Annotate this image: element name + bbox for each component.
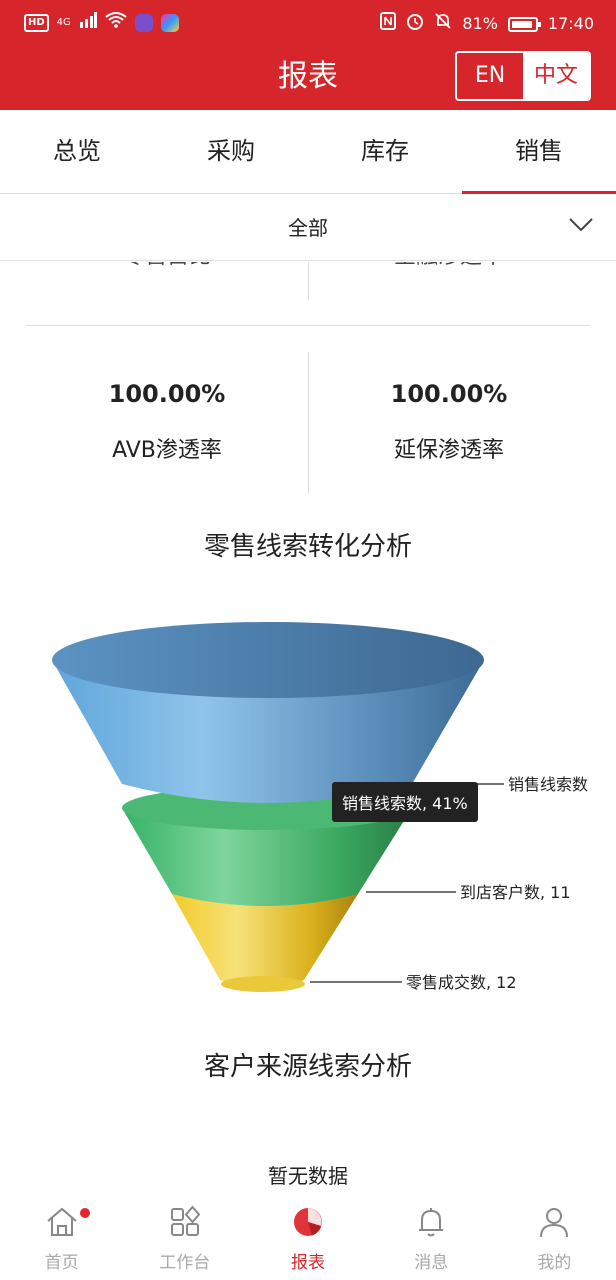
nav-profile[interactable]: 我的	[493, 1200, 616, 1280]
tab-overview[interactable]: 总览	[53, 137, 101, 165]
app-notification-icon	[134, 14, 153, 32]
lang-en-button[interactable]: EN	[474, 63, 506, 88]
retail-share-label: 零售占比	[26, 262, 308, 270]
stat-avb-label: AVB渗透率	[112, 438, 222, 463]
wifi-icon	[105, 12, 127, 34]
tab-sales[interactable]: 销售	[462, 110, 616, 194]
funnel-stage-store-visits[interactable]	[122, 808, 412, 906]
stat-divider	[308, 352, 309, 494]
grid-icon	[170, 1205, 201, 1236]
funnel-label-sales-leads: 销售线索数	[508, 775, 588, 794]
nav-home[interactable]: 首页	[0, 1200, 123, 1280]
app-header: HD 4G 81% 17:40 报表	[0, 0, 616, 110]
report-content[interactable]: 零售占比 金融渗透率 100.00% AVB渗透率 100.00% 延保渗透率 …	[0, 262, 616, 1200]
nav-workbench[interactable]: 工作台	[123, 1200, 246, 1280]
nav-messages[interactable]: 消息	[370, 1200, 493, 1280]
lang-zh-button[interactable]: 中文	[523, 53, 589, 99]
stat-warranty-label: 延保渗透率	[393, 438, 504, 463]
app-notification-icon-2	[160, 14, 179, 32]
language-toggle: EN 中文	[455, 51, 591, 101]
funnel-section-title: 零售线索转化分析	[203, 532, 412, 562]
bottom-nav: 首页 工作台 报表 消息 我的	[0, 1200, 616, 1280]
funnel-stage-sales-leads[interactable]	[52, 660, 484, 803]
filter-selected: 全部	[288, 216, 328, 240]
source-section-title: 客户来源线索分析	[203, 1052, 412, 1082]
tab-purchase[interactable]: 采购	[207, 137, 255, 165]
nav-home-label: 首页	[44, 1253, 79, 1273]
home-icon	[46, 1207, 77, 1236]
chevron-down-icon	[569, 218, 593, 232]
funnel-stage-retail-deal[interactable]	[172, 894, 358, 988]
filter-dropdown[interactable]: 全部	[0, 195, 616, 261]
stat-row-divider	[26, 325, 590, 326]
stat-warranty: 100.00% 延保渗透率	[308, 380, 590, 464]
funnel-stage-sales-leads-top	[52, 622, 484, 698]
alarm-icon	[406, 12, 424, 36]
nav-reports[interactable]: 报表	[246, 1200, 369, 1280]
funnel-svg: 销售线索数 到店客户数, 11 零售成交数, 12	[52, 622, 588, 992]
user-icon	[540, 1208, 569, 1238]
page-title: 报表	[278, 59, 338, 94]
pie-chart-icon	[294, 1208, 322, 1236]
nfc-icon	[380, 12, 397, 36]
nav-profile-label: 我的	[537, 1253, 572, 1273]
funnel-chart[interactable]: 销售线索数 到店客户数, 11 零售成交数, 12	[0, 612, 616, 1012]
funnel-tooltip: 销售线索数, 41%	[332, 782, 478, 822]
stat-avb: 100.00% AVB渗透率	[26, 380, 308, 464]
nav-workbench-label: 工作台	[159, 1253, 211, 1273]
stat-avb-value: 100.00%	[108, 380, 226, 408]
stat-warranty-value: 100.00%	[390, 380, 508, 408]
mute-icon	[434, 12, 452, 36]
bell-icon	[419, 1208, 444, 1237]
no-data-text: 暂无数据	[268, 1164, 348, 1188]
funnel-label-retail-deal: 零售成交数, 12	[406, 973, 517, 992]
funnel-label-store-visits: 到店客户数, 11	[460, 883, 571, 902]
battery-percent: 81%	[462, 14, 498, 33]
stat-divider-top	[308, 262, 309, 300]
network-label: 4G	[56, 17, 71, 28]
notification-dot	[80, 1208, 90, 1218]
tab-inventory[interactable]: 库存	[361, 137, 409, 165]
report-tabs: 总览 采购 库存 销售	[0, 110, 616, 194]
battery-icon	[507, 16, 541, 32]
status-bar: HD 4G 81% 17:40	[0, 0, 616, 48]
finance-penetration-label: 金融渗透率	[308, 262, 590, 270]
hd-badge: HD	[24, 14, 49, 32]
nav-reports-label: 报表	[291, 1253, 325, 1273]
clock-time: 17:40	[547, 14, 594, 33]
signal-icon	[79, 12, 97, 34]
nav-messages-label: 消息	[414, 1253, 449, 1273]
funnel-stage-retail-deal-bottom	[221, 976, 305, 992]
